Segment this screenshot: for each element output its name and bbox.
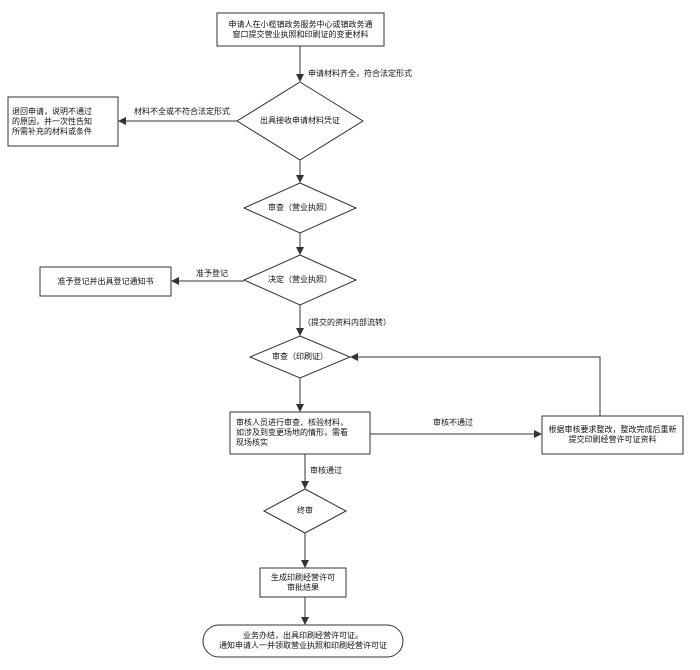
edge-label-fail: 审核不通过 — [433, 418, 473, 427]
result-text: 生成印刷经营许可 审批结果 — [271, 572, 335, 592]
decide-license-text: 决定（营业执照） — [268, 275, 332, 284]
check-text: 审核人员进行审查、核验材料， 如涉及到变更场地的情形，需看 现场核实 — [236, 418, 348, 447]
rectify-box — [541, 415, 684, 455]
receipt-text: 出具接收申请材料凭证 — [260, 116, 340, 125]
rectify-text: 根据审核要求整改，整改完成后重新 提交印刷经营许可证资料 — [548, 425, 677, 444]
apply-box — [216, 12, 385, 47]
reject-text: 退回申请，说明不通过 的原因，并一次性告知 所需补充的材料或条件 — [12, 106, 92, 136]
apply-text: 申请人在小榄镇政务服务中心或镇政务通 窗口提交营业执照和印刷证的变更材料 — [228, 19, 373, 39]
check-box — [229, 411, 371, 455]
final-text: 终审 — [297, 506, 313, 515]
done-text: 业务办结，出具印刷经营许可证。 通知申请人一并领取营业执照和印刷经营许可证 — [219, 631, 387, 650]
edge-label-pass: 审核通过 — [310, 466, 342, 475]
edge-label-approve: 准予登记 — [196, 269, 228, 278]
done-box — [202, 624, 404, 658]
grant-notice-text: 准予登记并出具登记通知书 — [57, 276, 154, 286]
edge-label-incomplete: 材料不全或不符合法定形式 — [134, 107, 230, 116]
review-license-text: 审查（营业执照） — [268, 203, 332, 212]
result-box — [259, 567, 347, 598]
arrow-rectify-print — [350, 353, 601, 416]
reject-box — [7, 96, 119, 147]
edge-label-transfer: （提交的资料内部流转） — [303, 318, 391, 327]
review-print-text: 审查（印刷证） — [272, 352, 328, 361]
edge-label-complete: 申请材料齐全，符合法定形式 — [308, 69, 412, 78]
